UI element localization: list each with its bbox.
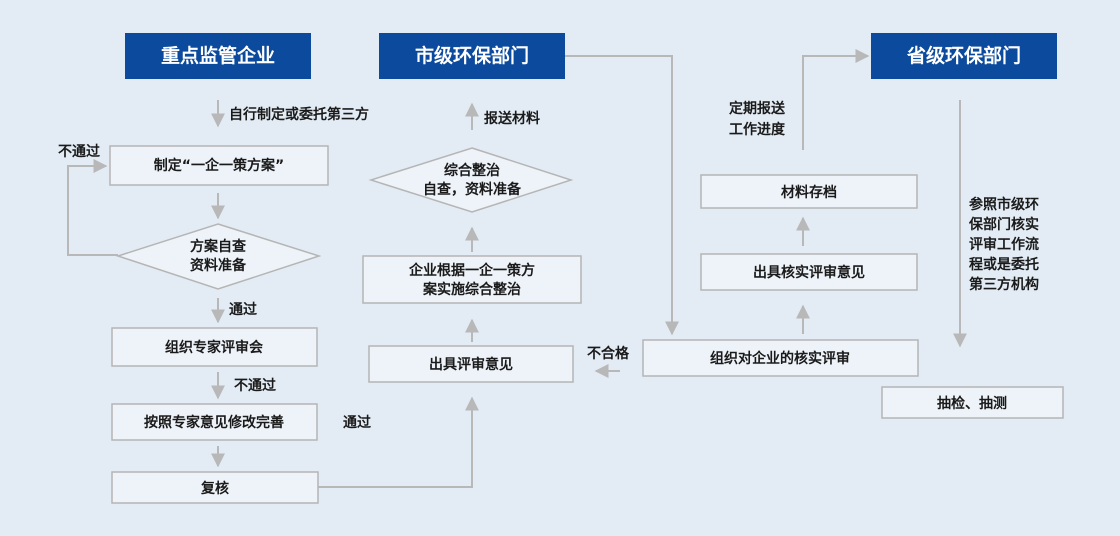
province-note-line4: 程或是委托: [969, 256, 1039, 273]
box-recheck: 复核: [111, 471, 319, 504]
header-province: 省级环保部门: [871, 33, 1057, 79]
label-pass-2: 通过: [343, 414, 371, 431]
province-note-line5: 第三方机构: [969, 276, 1039, 293]
label-submit: 报送材料: [484, 110, 540, 127]
box-verify-opinion: 出具核实评审意见: [700, 253, 918, 291]
province-note-line2: 保部门核实: [968, 216, 1039, 233]
province-note: 参照市级环 保部门核实 评审工作流 程或是委托 第三方机构: [968, 196, 1039, 293]
label-report-line2: 工作进度: [729, 121, 786, 138]
label-report-line1: 定期报送: [729, 100, 786, 117]
box-implement: 企业根据一企一策方 案实施综合整治: [362, 255, 582, 304]
diamond-self-check-line1: 方案自查: [190, 238, 247, 255]
header-city-label: 市级环保部门: [415, 44, 529, 67]
arrow-city-to-verify: [565, 55, 679, 336]
diamond-self-check-line2: 资料准备: [190, 257, 247, 274]
arrow-fail-loop: [67, 159, 118, 256]
label-fail-2: 不通过: [234, 377, 276, 394]
label-entrust: 自行制定或委托第三方: [229, 106, 369, 123]
box-implement-line1: 企业根据一企一策方: [408, 262, 535, 279]
box-revise: 按照专家意见修改完善: [111, 403, 318, 441]
box-make-plan-label: 制定“一企一策方案”: [154, 157, 284, 174]
province-note-line1: 参照市级环: [969, 196, 1039, 213]
box-organize-verify-label: 组织对企业的核实评审: [710, 350, 850, 367]
box-issue-opinion: 出具评审意见: [368, 345, 574, 383]
arrow-recheck-to-opinion: [318, 396, 479, 488]
header-province-label: 省级环保部门: [906, 44, 1021, 67]
header-city: 市级环保部门: [379, 33, 565, 79]
box-make-plan: 制定“一企一策方案”: [109, 145, 329, 186]
arrow-archive-to-province: [802, 49, 870, 150]
label-fail-back: 不通过: [58, 143, 100, 160]
box-revise-label: 按照专家意见修改完善: [144, 414, 284, 431]
diamond-rectify-line2: 自查，资料准备: [423, 181, 522, 198]
box-recheck-label: 复核: [200, 480, 229, 497]
header-enterprise: 重点监管企业: [125, 33, 311, 79]
box-implement-line2: 案实施综合整治: [422, 281, 521, 298]
province-note-line3: 评审工作流: [969, 236, 1039, 253]
connectors: [67, 49, 967, 488]
box-verify-opinion-label: 出具核实评审意见: [753, 264, 865, 281]
box-issue-opinion-label: 出具评审意见: [429, 356, 513, 373]
box-expert-review: 组织专家评审会: [111, 327, 318, 367]
label-unqualified: 不合格: [587, 345, 630, 362]
box-expert-review-label: 组织专家评审会: [165, 339, 264, 356]
box-spot-check-label: 抽检、抽测: [937, 395, 1007, 412]
diamond-self-check: 方案自查 资料准备: [115, 223, 322, 290]
header-enterprise-label: 重点监管企业: [161, 44, 275, 67]
label-pass-1: 通过: [229, 301, 257, 318]
box-archive: 材料存档: [700, 174, 918, 209]
diamond-rectify-line1: 综合整治: [444, 162, 500, 179]
box-spot-check: 抽检、抽测: [881, 386, 1064, 419]
box-archive-label: 材料存档: [781, 184, 837, 201]
box-organize-verify: 组织对企业的核实评审: [642, 339, 919, 377]
diamond-rectify: 综合整治 自查，资料准备: [368, 147, 574, 213]
